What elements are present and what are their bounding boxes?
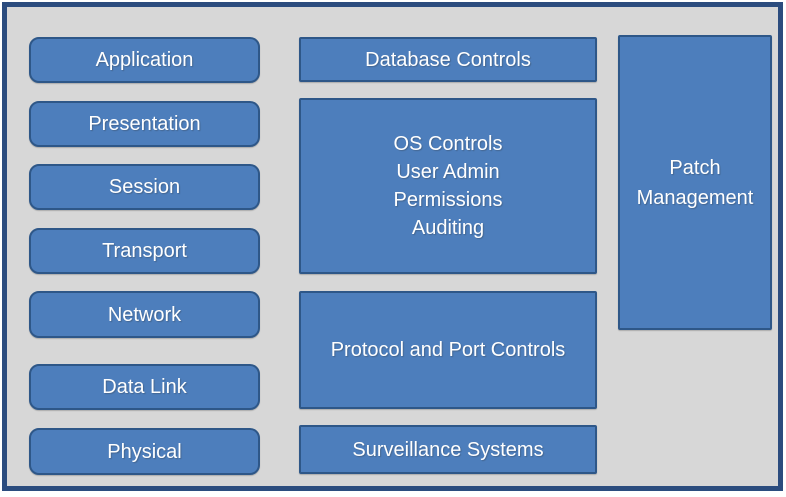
box-label: Network — [107, 303, 182, 326]
box-os-controls: OS Controls User Admin Permissions Audit… — [299, 98, 597, 274]
box-label: Application — [95, 49, 194, 71]
box-label: Session — [108, 176, 181, 198]
box-patch-management: Patch Management — [618, 35, 772, 330]
box-label: Physical — [107, 440, 182, 463]
box-presentation: Presentation — [29, 101, 260, 147]
box-label-line: OS Controls — [393, 133, 503, 155]
box-label: Data Link — [102, 376, 187, 398]
box-database-controls: Database Controls — [299, 37, 597, 82]
box-label: Presentation — [88, 113, 201, 135]
box-label: Transport — [102, 240, 187, 262]
box-surveillance-systems: Surveillance Systems — [299, 425, 597, 474]
box-label-line: Patch — [669, 156, 721, 179]
box-label-line: Auditing — [411, 217, 485, 239]
box-label: Protocol and Port Controls — [330, 339, 566, 361]
box-label-line: User Admin — [396, 161, 500, 183]
box-physical: Physical — [29, 428, 260, 475]
box-label: Database Controls — [365, 48, 531, 71]
box-application: Application — [29, 37, 260, 83]
box-label-line: Management — [636, 186, 754, 209]
box-label: Surveillance Systems — [352, 438, 544, 461]
box-session: Session — [29, 164, 260, 210]
box-transport: Transport — [29, 228, 260, 274]
box-protocol-port-controls: Protocol and Port Controls — [299, 291, 597, 409]
box-label-line: Permissions — [393, 189, 503, 211]
box-network: Network — [29, 291, 260, 338]
diagram-frame: Application Presentation Session Transpo… — [2, 2, 783, 491]
box-data-link: Data Link — [29, 364, 260, 410]
